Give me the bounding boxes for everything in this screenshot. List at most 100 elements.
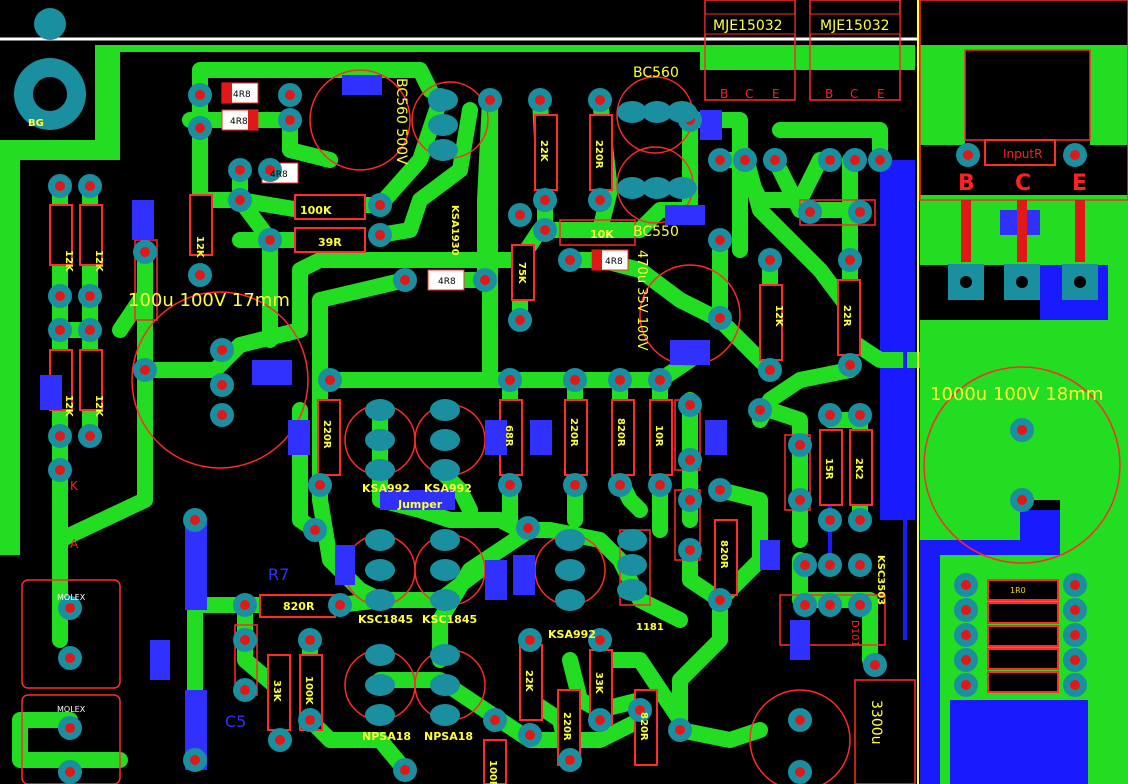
pad-drill [195,90,205,100]
transistor-pad [430,399,460,421]
pad-drill [55,431,65,441]
pad-drill [825,155,835,165]
pad-drill [240,685,250,695]
transistor-pad [365,529,395,551]
molex-label-2: MOLEX [57,705,86,714]
smd-4r8-c: 4R8 [270,170,288,180]
pad-drill [740,155,750,165]
resistor-10r: 10R [653,425,664,447]
pad-drill [715,595,725,605]
pad-drill [565,755,575,765]
pad-drill [635,705,645,715]
transistor-pad [430,644,460,666]
big-pin-label-c: C [1015,171,1031,196]
pad-drill [795,767,805,777]
cap-bottom-label: 3300u [868,700,884,745]
pad-drill [961,630,971,640]
pad-drill [265,165,275,175]
transistor-pad [365,589,395,611]
pad-drill [275,735,285,745]
pad-drill [85,325,95,335]
pad-drill [715,155,725,165]
transistor-pad [365,674,395,696]
ref-c101: C101 [255,368,292,384]
pad-drill [55,181,65,191]
smd-4r8-a: 4R8 [233,90,251,100]
pad-drill [140,247,150,257]
big-pin-label-b: B [958,171,975,196]
resistor-100k-b: 100K [303,676,314,706]
pad-drill [845,255,855,265]
pin-label-c-left: C [745,87,753,101]
resistor-12k-e: 12K [194,236,205,259]
ref-c102: C102 [345,80,382,96]
pad-drill [65,723,75,733]
mount-label: BG [28,118,44,129]
pad-drill [825,410,835,420]
pad-drill [870,660,880,670]
pad-drill [800,560,810,570]
pad-drill [845,360,855,370]
pad-drill [1070,605,1080,615]
pad-drill [850,155,860,165]
transistor-pad [430,704,460,726]
part-1181-label: 1181 [636,622,664,633]
pad-drill [305,635,315,645]
silkscreen-labels: MJE15032 MJE15032 B C E B C E BC560 BC55… [28,13,1103,784]
transistor-pad [430,559,460,581]
pad-drill [615,375,625,385]
pad-drill [65,603,75,613]
pad-drill [505,480,515,490]
ic-label-mje15032-right: MJE15032 [820,18,890,34]
pad-drill [505,375,515,385]
transistor-pad [430,589,460,611]
pad-drill [535,95,545,105]
pad-drill [1017,495,1027,505]
pad-drill [960,276,972,288]
transistor-pad [617,579,647,601]
ic-label-mje15032-left: MJE15032 [713,18,783,34]
resistor-10k-label: 10K [590,228,614,241]
transistor-pad [617,177,647,199]
transistor-ksa992-b: KSA992 [424,482,472,495]
smd-4r8-b: 4R8 [230,117,248,127]
pad-drill [540,195,550,205]
pad-drill [963,150,973,160]
jumper-label: Jumper [397,498,443,511]
pad-drill [595,195,605,205]
pad-drill [855,207,865,217]
pin-label-c-right: C [850,87,858,101]
pad-drill [1070,680,1080,690]
pad-drill [825,515,835,525]
transistor-pad [642,101,672,123]
transistor-pad [667,101,697,123]
pad-drill [961,655,971,665]
pad-drill [235,165,245,175]
smd-4r8-d: 4R8 [438,277,456,287]
transistor-pad [430,529,460,551]
pad-drill [485,95,495,105]
pad-drill [375,200,385,210]
pad-drill [195,123,205,133]
transistor-pad [555,559,585,581]
transistor-pad [555,529,585,551]
capacitor-spec-right: 1000u 100V 18mm [930,384,1103,405]
rotated-bc560-500v: BC560 500V [393,78,409,165]
pad-drill [675,725,685,735]
transistor-leg [1075,200,1085,262]
pad-drill [855,560,865,570]
pad-drill [400,275,410,285]
resistor-15r: 15R [823,458,834,480]
pad-drill [515,315,525,325]
resistor-100r: 100R [487,760,498,784]
pad-drill [595,715,605,725]
pad-drill [855,600,865,610]
pad-drill [335,600,345,610]
pad-drill [1017,425,1027,435]
pad-drill [1016,276,1028,288]
pad-drill [715,485,725,495]
resistor-2k2: 2K2 [853,458,864,480]
resistor-820r-a: 820R [615,418,626,447]
pad-drill [715,235,725,245]
pad-drill [685,400,695,410]
